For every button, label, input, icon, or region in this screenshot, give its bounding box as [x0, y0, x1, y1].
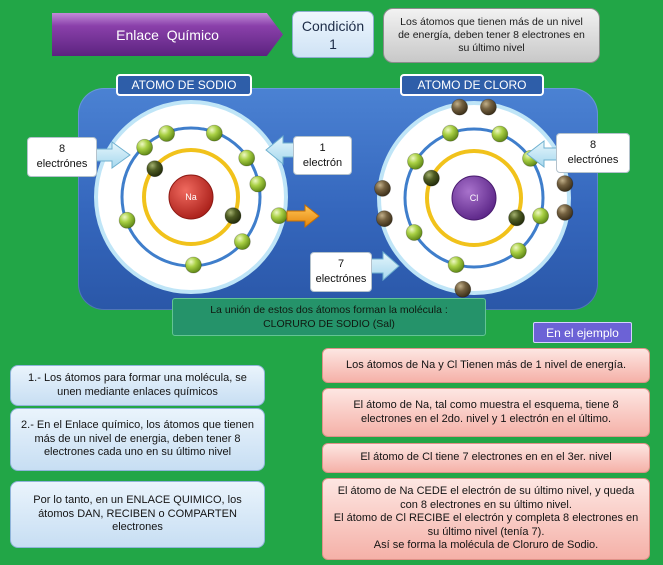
example-badge-text: En el ejemplo	[546, 325, 619, 340]
condition-box: Condición 1	[292, 11, 374, 58]
chlorine-right-callout: 8 electrónes	[556, 133, 630, 173]
chlorine-electron-shell-2	[447, 256, 465, 274]
sodium-left-callout: 8 electrónes	[27, 137, 97, 177]
sodium-atom: Na	[94, 100, 288, 294]
electron-transfer-arrow-icon	[286, 203, 320, 229]
sodium-electron-shell-3	[270, 207, 288, 225]
right-note-paragraph: Así se forma la molécula de Cloruro de S…	[373, 539, 599, 552]
chlorine-electron-shell-3	[374, 179, 391, 197]
chlorine-atom-label: ATOMO DE CLORO	[400, 74, 544, 96]
callout-number: 8	[58, 143, 66, 155]
sodium-atom-label: ATOMO DE SODIO	[116, 74, 252, 96]
molecule-union-band: La unión de estos dos átomos forman la m…	[172, 298, 486, 336]
right-note-1: Los átomos de Na y Cl Tienen más de 1 ni…	[322, 348, 650, 383]
chlorine-orbit-2	[403, 127, 545, 269]
chlorine-electrons	[374, 98, 574, 298]
sodium-electron-shell-1	[146, 160, 164, 178]
sodium-electron-shell-2	[205, 124, 223, 142]
right-note-4: El átomo de Na CEDE el electrón de su úl…	[322, 478, 650, 560]
sodium-electron-shell-1	[224, 207, 242, 225]
condition-rule-text: Los átomos que tienen más de un nivel de…	[398, 16, 585, 54]
chlorine-electron-shell-3	[451, 98, 469, 116]
chlorine-electron-shell-3	[479, 98, 497, 116]
sodium-electron-shell-2	[238, 149, 256, 167]
chlorine-bottom-callout: 7 electrónes	[310, 252, 372, 292]
sodium-atom-label-text: ATOMO DE SODIO	[131, 78, 237, 92]
chlorine-electron-shell-2	[532, 207, 549, 225]
callout-unit: electrónes	[567, 154, 619, 166]
sodium-electron-shell-2	[158, 125, 176, 142]
right-note-3: El átomo de Cl tiene 7 electrones en en …	[322, 443, 650, 473]
right-note-paragraph: El átomo de Cl RECIBE el electrón y comp…	[333, 512, 639, 538]
sodium-electron-shell-2	[136, 138, 154, 156]
chlorine-electron-shell-1	[422, 169, 440, 187]
callout-unit: electrónes	[36, 158, 88, 170]
chlorine-symbol: Cl	[470, 193, 479, 203]
chlorine-electron-shell-2	[405, 224, 423, 241]
right-note-2: El átomo de Na, tal como muestra el esqu…	[322, 388, 650, 437]
right-note-text: Los átomos de Na y Cl Tienen más de 1 ni…	[345, 358, 627, 371]
chlorine-electron-shell-3	[454, 280, 472, 298]
title-banner: Enlace Químico	[52, 13, 283, 56]
chlorine-orbit-1	[425, 149, 523, 247]
right-note-text: El átomo de Cl tiene 7 electrones en en …	[360, 451, 612, 464]
left-note-2: 2.- En el Enlace químico, los átomos que…	[10, 408, 265, 471]
chlorine-atom: Cl	[374, 98, 574, 298]
callout-unit: electrón	[302, 156, 343, 169]
callout-number: 1	[319, 141, 326, 154]
chlorine-electron-shell-3	[375, 210, 393, 228]
chlorine-electron-shell-2	[491, 125, 509, 143]
page-title: Enlace Químico	[116, 26, 219, 43]
right-note-paragraph: El átomo de Na CEDE el electrón de su úl…	[337, 485, 635, 511]
chlorine-nucleus	[451, 175, 497, 221]
sodium-electron-shell-2	[118, 211, 136, 229]
left-note-text: Por lo tanto, en un ENLACE QUIMICO, los …	[33, 494, 242, 534]
left-note-3: Por lo tanto, en un ENLACE QUIMICO, los …	[10, 481, 265, 548]
chlorine-electron-shell-3	[556, 175, 574, 193]
left-note-1: 1.- Los átomos para formar una molécula,…	[10, 365, 265, 406]
right-note-text: El átomo de Na, tal como muestra el esqu…	[353, 399, 619, 425]
union-line-2: CLORURO DE SODIO (Sal)	[263, 318, 395, 330]
sodium-orbit-1	[142, 148, 240, 246]
chlorine-electron-shell-3	[556, 203, 574, 221]
union-line-1: La unión de estos dos átomos forman la m…	[210, 304, 448, 316]
sodium-right-callout: 1 electrón	[293, 136, 352, 175]
example-badge: En el ejemplo	[533, 322, 632, 343]
sodium-electron-shell-2	[233, 233, 251, 251]
sodium-nucleus	[168, 174, 214, 220]
left-note-text: 1.- Los átomos para formar una molécula,…	[28, 372, 247, 398]
chlorine-electron-shell-2	[441, 124, 459, 142]
sodium-symbol: Na	[185, 192, 197, 202]
chlorine-electron-shell-1	[508, 209, 525, 227]
sodium-electron-shell-2	[249, 175, 267, 193]
chlorine-electron-shell-2	[407, 152, 424, 170]
condition-number: 1	[329, 35, 337, 52]
sodium-electrons	[118, 124, 288, 274]
condition-rule-box: Los átomos que tienen más de un nivel de…	[383, 8, 600, 63]
chlorine-electron-shell-2	[510, 242, 527, 260]
callout-unit: electrónes	[315, 273, 367, 285]
condition-label: Condición	[301, 17, 365, 34]
left-note-text: 2.- En el Enlace químico, los átomos que…	[21, 419, 254, 459]
sodium-electron-shell-2	[184, 256, 202, 274]
callout-number: 8	[589, 139, 597, 151]
callout-number: 7	[337, 258, 345, 270]
chlorine-atom-label-text: ATOMO DE CLORO	[417, 78, 527, 92]
